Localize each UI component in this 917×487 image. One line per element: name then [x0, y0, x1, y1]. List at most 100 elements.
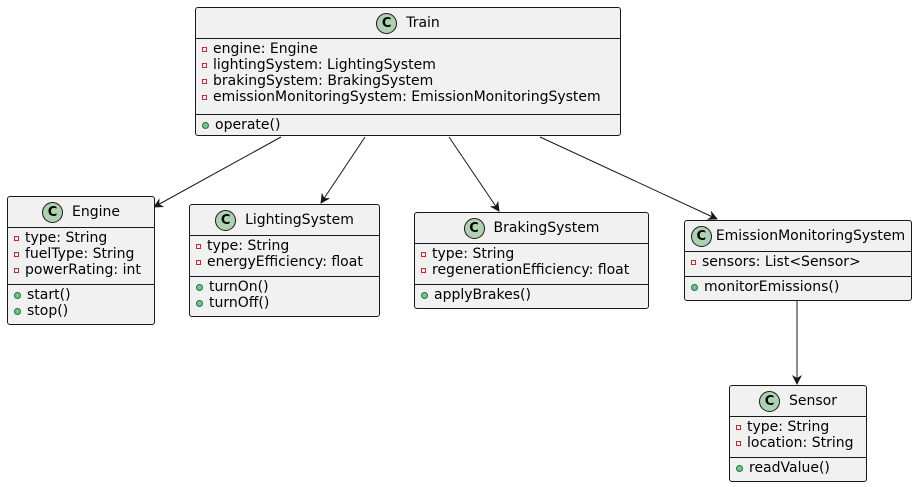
attribute-text: type: String: [432, 246, 515, 262]
attribute-row: powerRating: int: [14, 262, 148, 278]
attribute-row: type: String: [421, 246, 642, 262]
attribute-row: energyEfficiency: float: [196, 254, 373, 270]
class-lightingsystem[interactable]: C LightingSystem type: String energyEffi…: [189, 204, 380, 317]
attribute-text: location: String: [747, 435, 854, 451]
class-name: LightingSystem: [245, 212, 354, 228]
method-row: stop(): [14, 303, 148, 319]
method-section: turnOn() turnOff(): [190, 276, 379, 314]
attribute-section: type: String fuelType: String powerRatin…: [8, 227, 154, 284]
class-stereotype-icon: C: [690, 225, 712, 247]
method-row: start(): [14, 287, 148, 303]
attribute-row: brakingSystem: BrakingSystem: [202, 73, 614, 89]
method-section: applyBrakes(): [415, 284, 648, 306]
private-visibility-icon: [202, 94, 207, 100]
public-visibility-icon: [202, 121, 209, 129]
attribute-text: emissionMonitoringSystem: EmissionMonito…: [213, 89, 601, 105]
method-text: readValue(): [749, 460, 830, 476]
public-visibility-icon: [14, 307, 21, 315]
attribute-text: engine: Engine: [213, 41, 318, 57]
class-brakingsystem[interactable]: C BrakingSystem type: String regeneratio…: [414, 212, 649, 309]
attribute-row: type: String: [196, 238, 373, 254]
method-row: monitorEmissions(): [691, 279, 905, 295]
public-visibility-icon: [196, 283, 203, 291]
class-header: C Train: [196, 8, 620, 38]
attribute-row: fuelType: String: [14, 246, 148, 262]
private-visibility-icon: [14, 251, 19, 257]
attribute-row: engine: Engine: [202, 41, 614, 57]
private-visibility-icon: [421, 267, 426, 273]
class-name: Engine: [72, 204, 120, 220]
attribute-text: brakingSystem: BrakingSystem: [213, 73, 434, 89]
method-section: operate(): [196, 114, 620, 136]
class-header: C LightingSystem: [190, 205, 379, 235]
method-text: operate(): [215, 117, 281, 133]
public-visibility-icon: [14, 291, 21, 299]
method-text: turnOn(): [209, 279, 269, 295]
method-text: start(): [27, 287, 71, 303]
attribute-text: regenerationEfficiency: float: [432, 262, 630, 278]
attribute-row: type: String: [14, 230, 148, 246]
class-train[interactable]: C Train engine: Engine lightingSystem: L…: [195, 7, 621, 136]
private-visibility-icon: [14, 235, 19, 241]
class-emissionmonitoringsystem[interactable]: C EmissionMonitoringSystem sensors: List…: [684, 220, 912, 301]
private-visibility-icon: [202, 46, 207, 52]
arrow-train-brakingsystem: [448, 136, 500, 212]
public-visibility-icon: [736, 464, 743, 472]
class-sensor[interactable]: C Sensor type: String location: String r…: [729, 385, 867, 482]
attribute-row: location: String: [736, 435, 860, 451]
arrow-train-emissionmonitoringsystem: [539, 136, 718, 220]
private-visibility-icon: [202, 62, 207, 68]
class-stereotype-icon: C: [215, 209, 237, 231]
private-visibility-icon: [202, 78, 207, 84]
attribute-row: lightingSystem: LightingSystem: [202, 57, 614, 73]
attribute-section: type: String location: String: [730, 416, 866, 457]
method-row: readValue(): [736, 460, 860, 476]
method-section: start() stop(): [8, 284, 154, 322]
class-name: BrakingSystem: [493, 220, 600, 236]
private-visibility-icon: [421, 251, 426, 257]
method-text: turnOff(): [209, 295, 270, 311]
class-name: Sensor: [789, 393, 837, 409]
class-header: C EmissionMonitoringSystem: [685, 221, 911, 251]
private-visibility-icon: [196, 243, 201, 249]
method-row: applyBrakes(): [421, 287, 642, 303]
attribute-row: sensors: List<Sensor>: [691, 254, 905, 270]
attribute-section: type: String regenerationEfficiency: flo…: [415, 243, 648, 284]
class-header: C Engine: [8, 197, 154, 227]
attribute-row: emissionMonitoringSystem: EmissionMonito…: [202, 89, 614, 105]
class-name: Train: [406, 15, 440, 31]
public-visibility-icon: [421, 291, 428, 299]
class-engine[interactable]: C Engine type: String fuelType: String p…: [7, 196, 155, 325]
class-header: C BrakingSystem: [415, 213, 648, 243]
attribute-text: type: String: [207, 238, 290, 254]
class-stereotype-icon: C: [463, 217, 485, 239]
method-section: monitorEmissions(): [685, 276, 911, 298]
method-text: monitorEmissions(): [704, 279, 840, 295]
class-stereotype-icon: C: [42, 201, 63, 223]
method-row: operate(): [202, 117, 614, 133]
method-section: readValue(): [730, 457, 866, 479]
attribute-text: lightingSystem: LightingSystem: [213, 57, 436, 73]
method-text: applyBrakes(): [434, 287, 531, 303]
method-row: turnOff(): [196, 295, 373, 311]
private-visibility-icon: [14, 267, 19, 273]
private-visibility-icon: [736, 424, 741, 430]
method-text: stop(): [27, 303, 69, 319]
private-visibility-icon: [736, 440, 741, 446]
method-row: turnOn(): [196, 279, 373, 295]
class-name: EmissionMonitoringSystem: [715, 228, 906, 244]
private-visibility-icon: [691, 259, 696, 265]
class-header: C Sensor: [730, 386, 866, 416]
attribute-text: powerRating: int: [25, 262, 141, 278]
attribute-text: type: String: [747, 419, 830, 435]
attribute-text: energyEfficiency: float: [207, 254, 363, 270]
private-visibility-icon: [196, 259, 201, 265]
attribute-section: sensors: List<Sensor>: [685, 251, 911, 276]
public-visibility-icon: [196, 299, 203, 307]
attribute-row: type: String: [736, 419, 860, 435]
attribute-row: regenerationEfficiency: float: [421, 262, 642, 278]
attribute-section: engine: Engine lightingSystem: LightingS…: [196, 38, 620, 114]
public-visibility-icon: [691, 283, 698, 291]
attribute-text: type: String: [25, 230, 108, 246]
class-stereotype-icon: C: [376, 12, 398, 34]
